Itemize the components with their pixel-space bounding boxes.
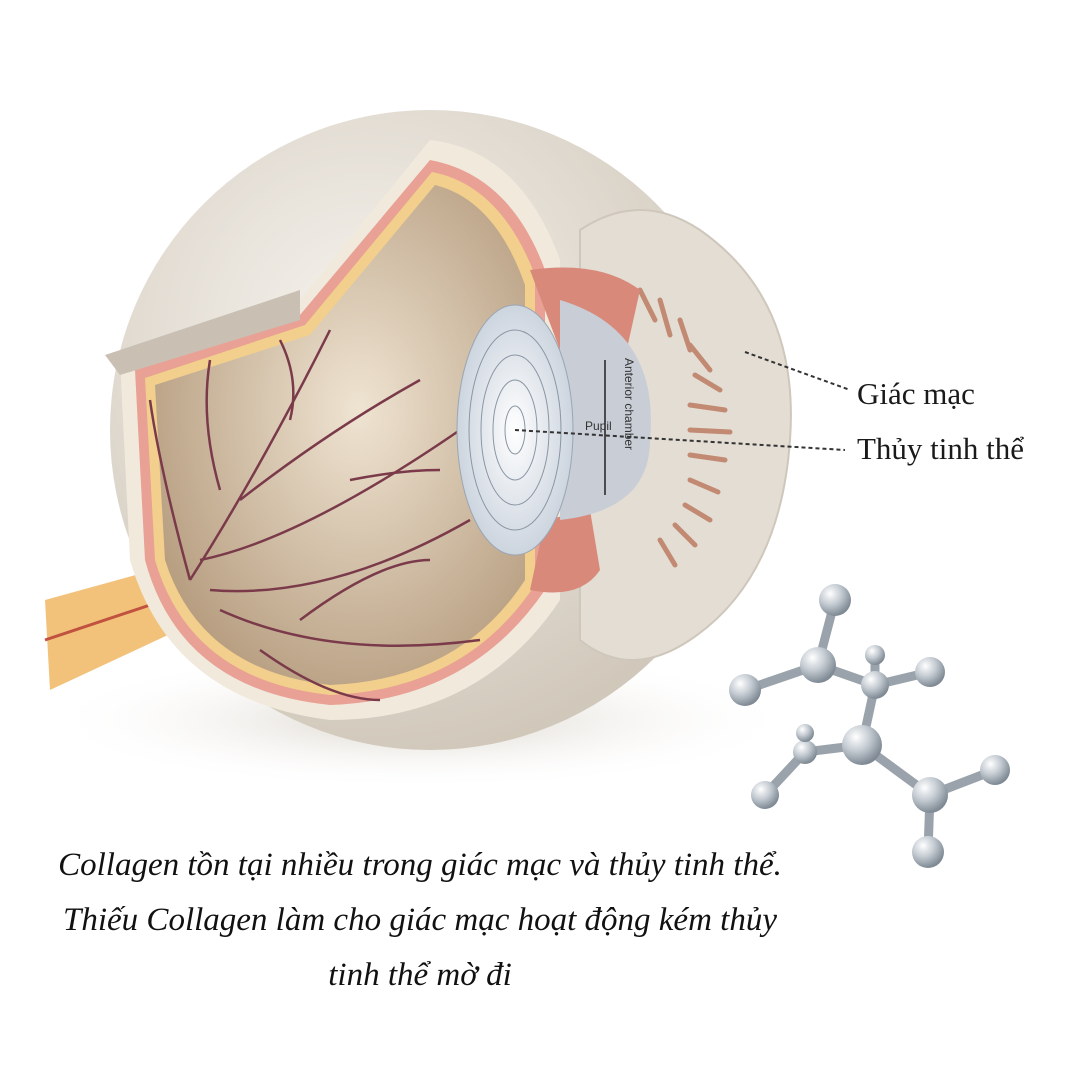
cornea-leader — [744, 351, 851, 391]
lens-label: Thủy tinh thể — [857, 431, 1025, 466]
blood-vessels — [148, 329, 481, 702]
caption-line-2: Thiếu Collagen làm cho giác mạc hoạt độn… — [63, 902, 777, 938]
cornea-label: Giác mạc — [857, 376, 975, 411]
vitreous-interior — [155, 185, 525, 685]
caption-line-1: Collagen tồn tại nhiều trong giác mạc và… — [58, 847, 782, 883]
ciliary-fibers — [637, 287, 733, 568]
caption-line-3: tinh thể mờ đi — [328, 957, 512, 993]
anterior-chamber-label: Anterior chamber — [622, 358, 636, 450]
lens-leader — [514, 429, 846, 451]
pupil-label: Pupil — [585, 419, 612, 433]
caption: Collagen tồn tại nhiều trong giác mạc và… — [0, 838, 840, 1003]
